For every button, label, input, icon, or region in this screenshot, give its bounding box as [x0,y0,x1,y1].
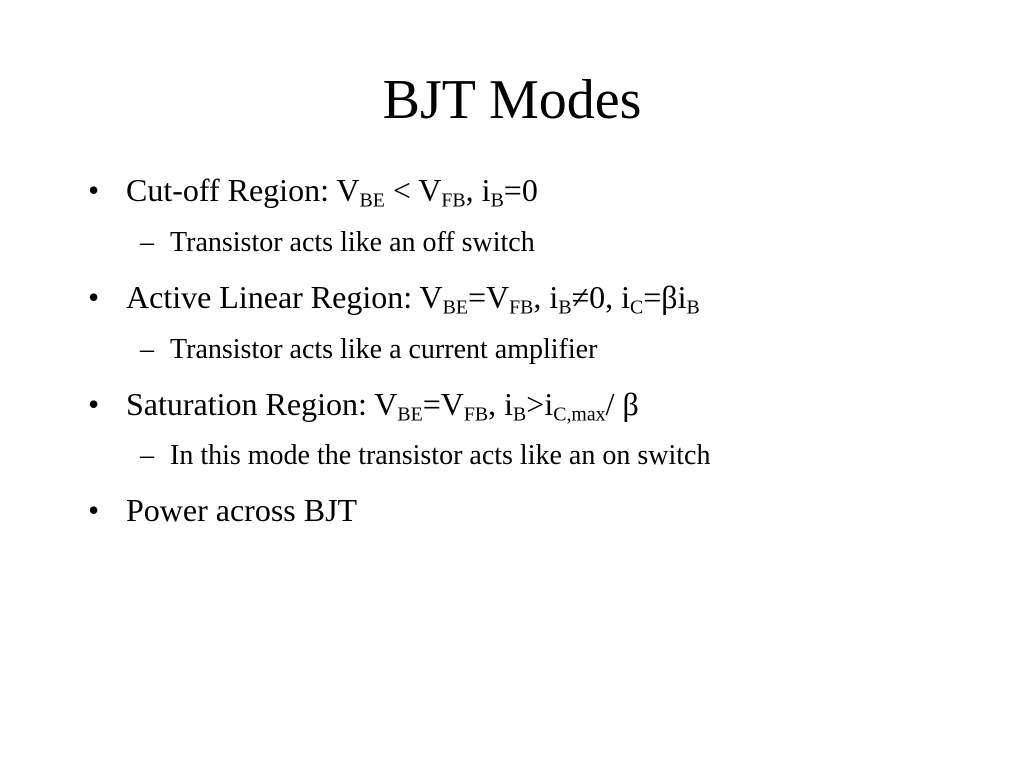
subscript: BE [359,189,385,212]
bullet-glyph: • [88,279,100,315]
bullet-item-active-linear: • Active Linear Region: VBE=VFB, iB≠0, i… [88,277,700,319]
subscript: BE [397,403,423,426]
bullet-glyph: • [88,386,100,422]
bullet-text: =0 [503,172,538,208]
bullet-text: , i [488,386,514,422]
bullet-item-saturation: • Saturation Region: VBE=VFB, iB>iC,max/… [88,384,639,426]
subscript: FB [509,296,534,319]
bullet-text: Power across BJT [126,492,358,528]
bullet-text: / β [605,386,639,422]
subscript: B [490,189,504,212]
subscript: B [513,403,527,426]
bullet-text: Cut-off Region: V [126,172,360,208]
bullet-text: Active Linear Region: V [126,279,443,315]
sub-item-active-linear: – Transistor acts like a current amplifi… [140,333,598,367]
bullet-item-cutoff: • Cut-off Region: VBE < VFB, iB=0 [88,170,538,212]
bullet-text: < V [384,172,442,208]
slide-title: BJT Modes [382,69,642,131]
bullet-text: =V [422,386,464,422]
sub-item-cutoff: – Transistor acts like an off switch [140,226,535,260]
dash-glyph: – [140,227,154,258]
bullet-glyph: • [88,492,100,528]
subscript: C [630,296,644,319]
sub-item-text: In this mode the transistor acts like an… [170,440,711,471]
dash-glyph: – [140,440,154,471]
subscript: B [686,296,700,319]
sub-item-text: Transistor acts like a current amplifier [170,334,598,365]
subscript: C,max [553,403,606,426]
bullet-text: =βi [643,279,687,315]
subscript: BE [442,296,468,319]
bullet-glyph: • [88,172,100,208]
bullet-text: Saturation Region: V [126,386,398,422]
bullet-text: , i [465,172,491,208]
bullet-text: , i [533,279,559,315]
sub-item-text: Transistor acts like an off switch [170,227,535,258]
subscript: B [558,296,572,319]
subscript: FB [441,189,466,212]
sub-item-saturation: – In this mode the transistor acts like … [140,439,711,473]
bullet-text: ≠0, i [571,279,630,315]
bullet-text: =V [468,279,510,315]
bullet-text: >i [526,386,554,422]
dash-glyph: – [140,334,154,365]
bullet-item-power: • Power across BJT [88,490,358,530]
subscript: FB [463,403,489,426]
